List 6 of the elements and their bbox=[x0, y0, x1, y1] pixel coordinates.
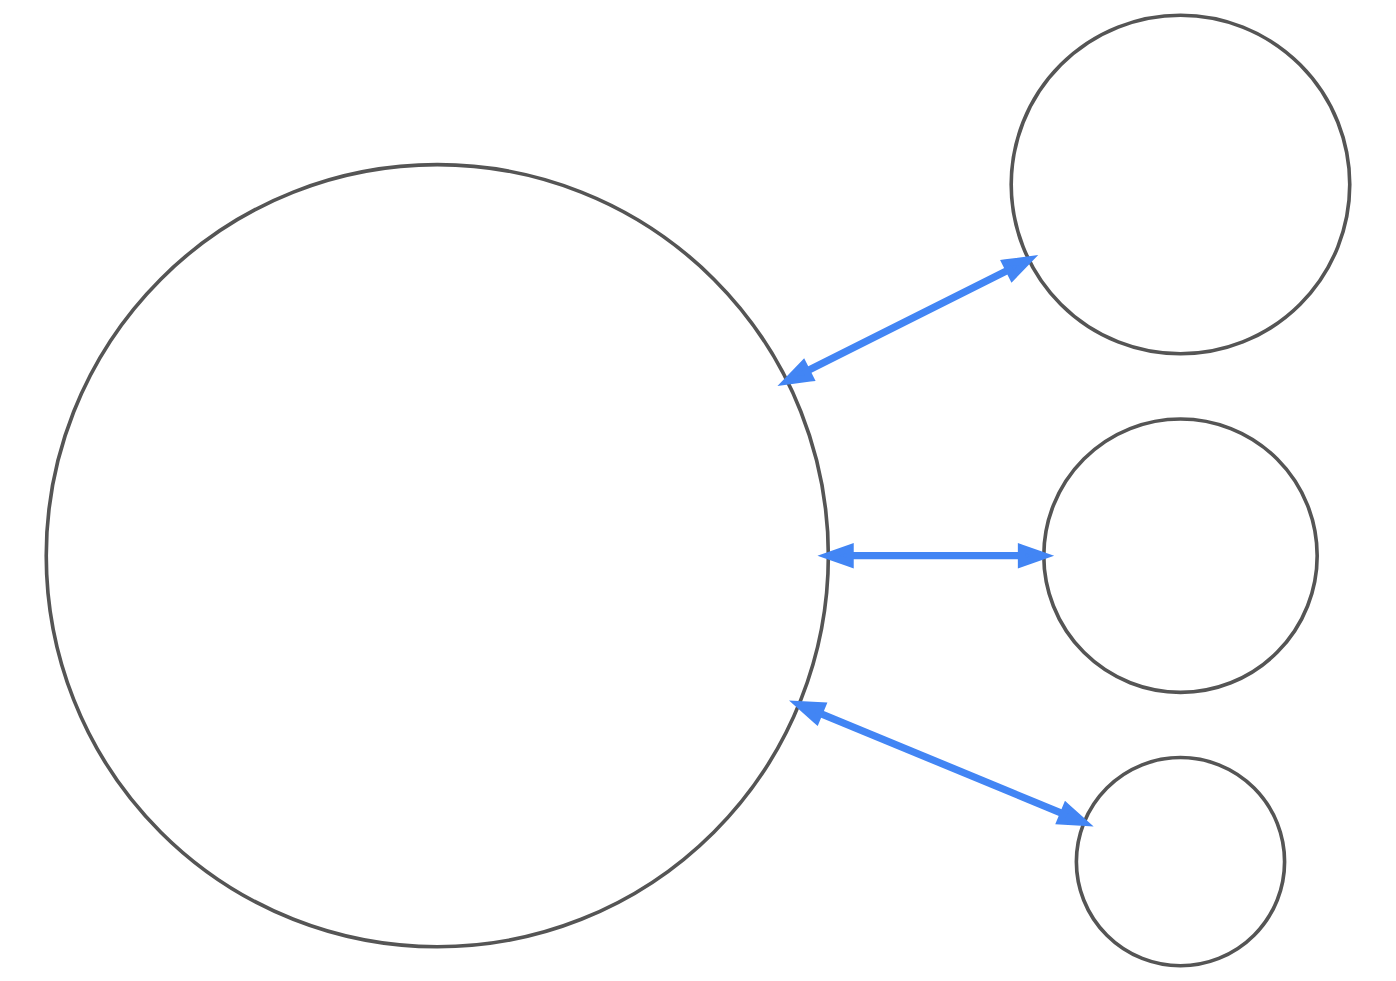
arrow bbox=[817, 542, 1055, 569]
arrow bbox=[777, 255, 1039, 386]
node-circle bbox=[1042, 417, 1319, 695]
arrow bbox=[789, 700, 1094, 827]
node-circle bbox=[1074, 755, 1287, 968]
node-circle bbox=[1009, 13, 1352, 356]
